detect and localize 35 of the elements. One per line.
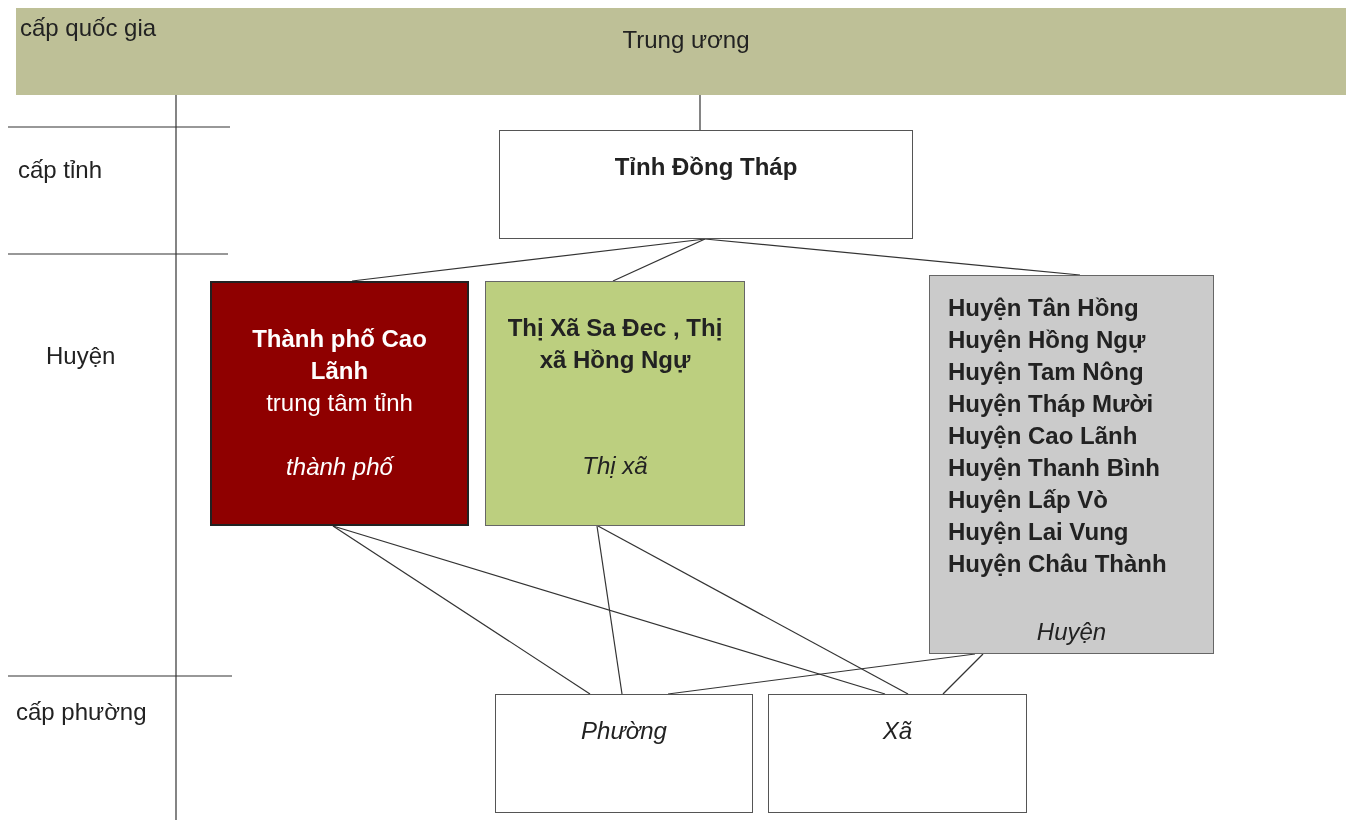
connector-line bbox=[612, 238, 706, 282]
level-label: Huyện bbox=[46, 342, 116, 370]
district-name: Huyện Tam Nông bbox=[948, 357, 1144, 387]
unit-box bbox=[768, 694, 1027, 813]
type-label: Huyện bbox=[1035, 617, 1108, 647]
connector-line bbox=[942, 653, 984, 695]
level-label: cấp tỉnh bbox=[18, 156, 103, 184]
district-name: Huyện Thanh Bình bbox=[948, 453, 1160, 483]
district-box bbox=[929, 275, 1214, 654]
type-label: thành phố bbox=[285, 452, 396, 482]
level-label: cấp phường bbox=[16, 698, 147, 726]
connector-line bbox=[596, 525, 623, 695]
band-title: Trung ương bbox=[621, 25, 751, 55]
city-box bbox=[210, 281, 469, 526]
district-name: Huyện Cao Lãnh bbox=[948, 421, 1138, 451]
district-name: Huyện Tháp Mười bbox=[948, 389, 1154, 419]
unit-name: Thị Xã Sa Đec , Thị xã Hồng Ngự bbox=[506, 313, 724, 375]
level-label: cấp quốc gia bbox=[20, 14, 157, 42]
connector-line bbox=[332, 525, 591, 695]
unit-name: Xã bbox=[881, 716, 914, 746]
connector-line bbox=[699, 94, 701, 131]
district-name: Huyện Lấp Vò bbox=[948, 485, 1109, 515]
district-name: Huyện Lai Vung bbox=[948, 517, 1129, 547]
unit-box bbox=[495, 694, 753, 813]
unit-name: trung tâm tỉnh bbox=[265, 388, 414, 418]
level-band bbox=[16, 8, 1346, 95]
unit-name: Tỉnh Đồng Tháp bbox=[613, 152, 799, 182]
district-name: Huyện Tân Hồng bbox=[948, 293, 1139, 323]
district-name: Huyện Châu Thành bbox=[948, 549, 1167, 579]
district-name: Huyện Hồng Ngự bbox=[948, 325, 1146, 355]
unit-box bbox=[499, 130, 913, 239]
unit-name: Phường bbox=[580, 716, 668, 746]
type-label: Thị xã bbox=[581, 451, 649, 481]
town-box bbox=[485, 281, 745, 526]
connector-line bbox=[597, 525, 909, 695]
